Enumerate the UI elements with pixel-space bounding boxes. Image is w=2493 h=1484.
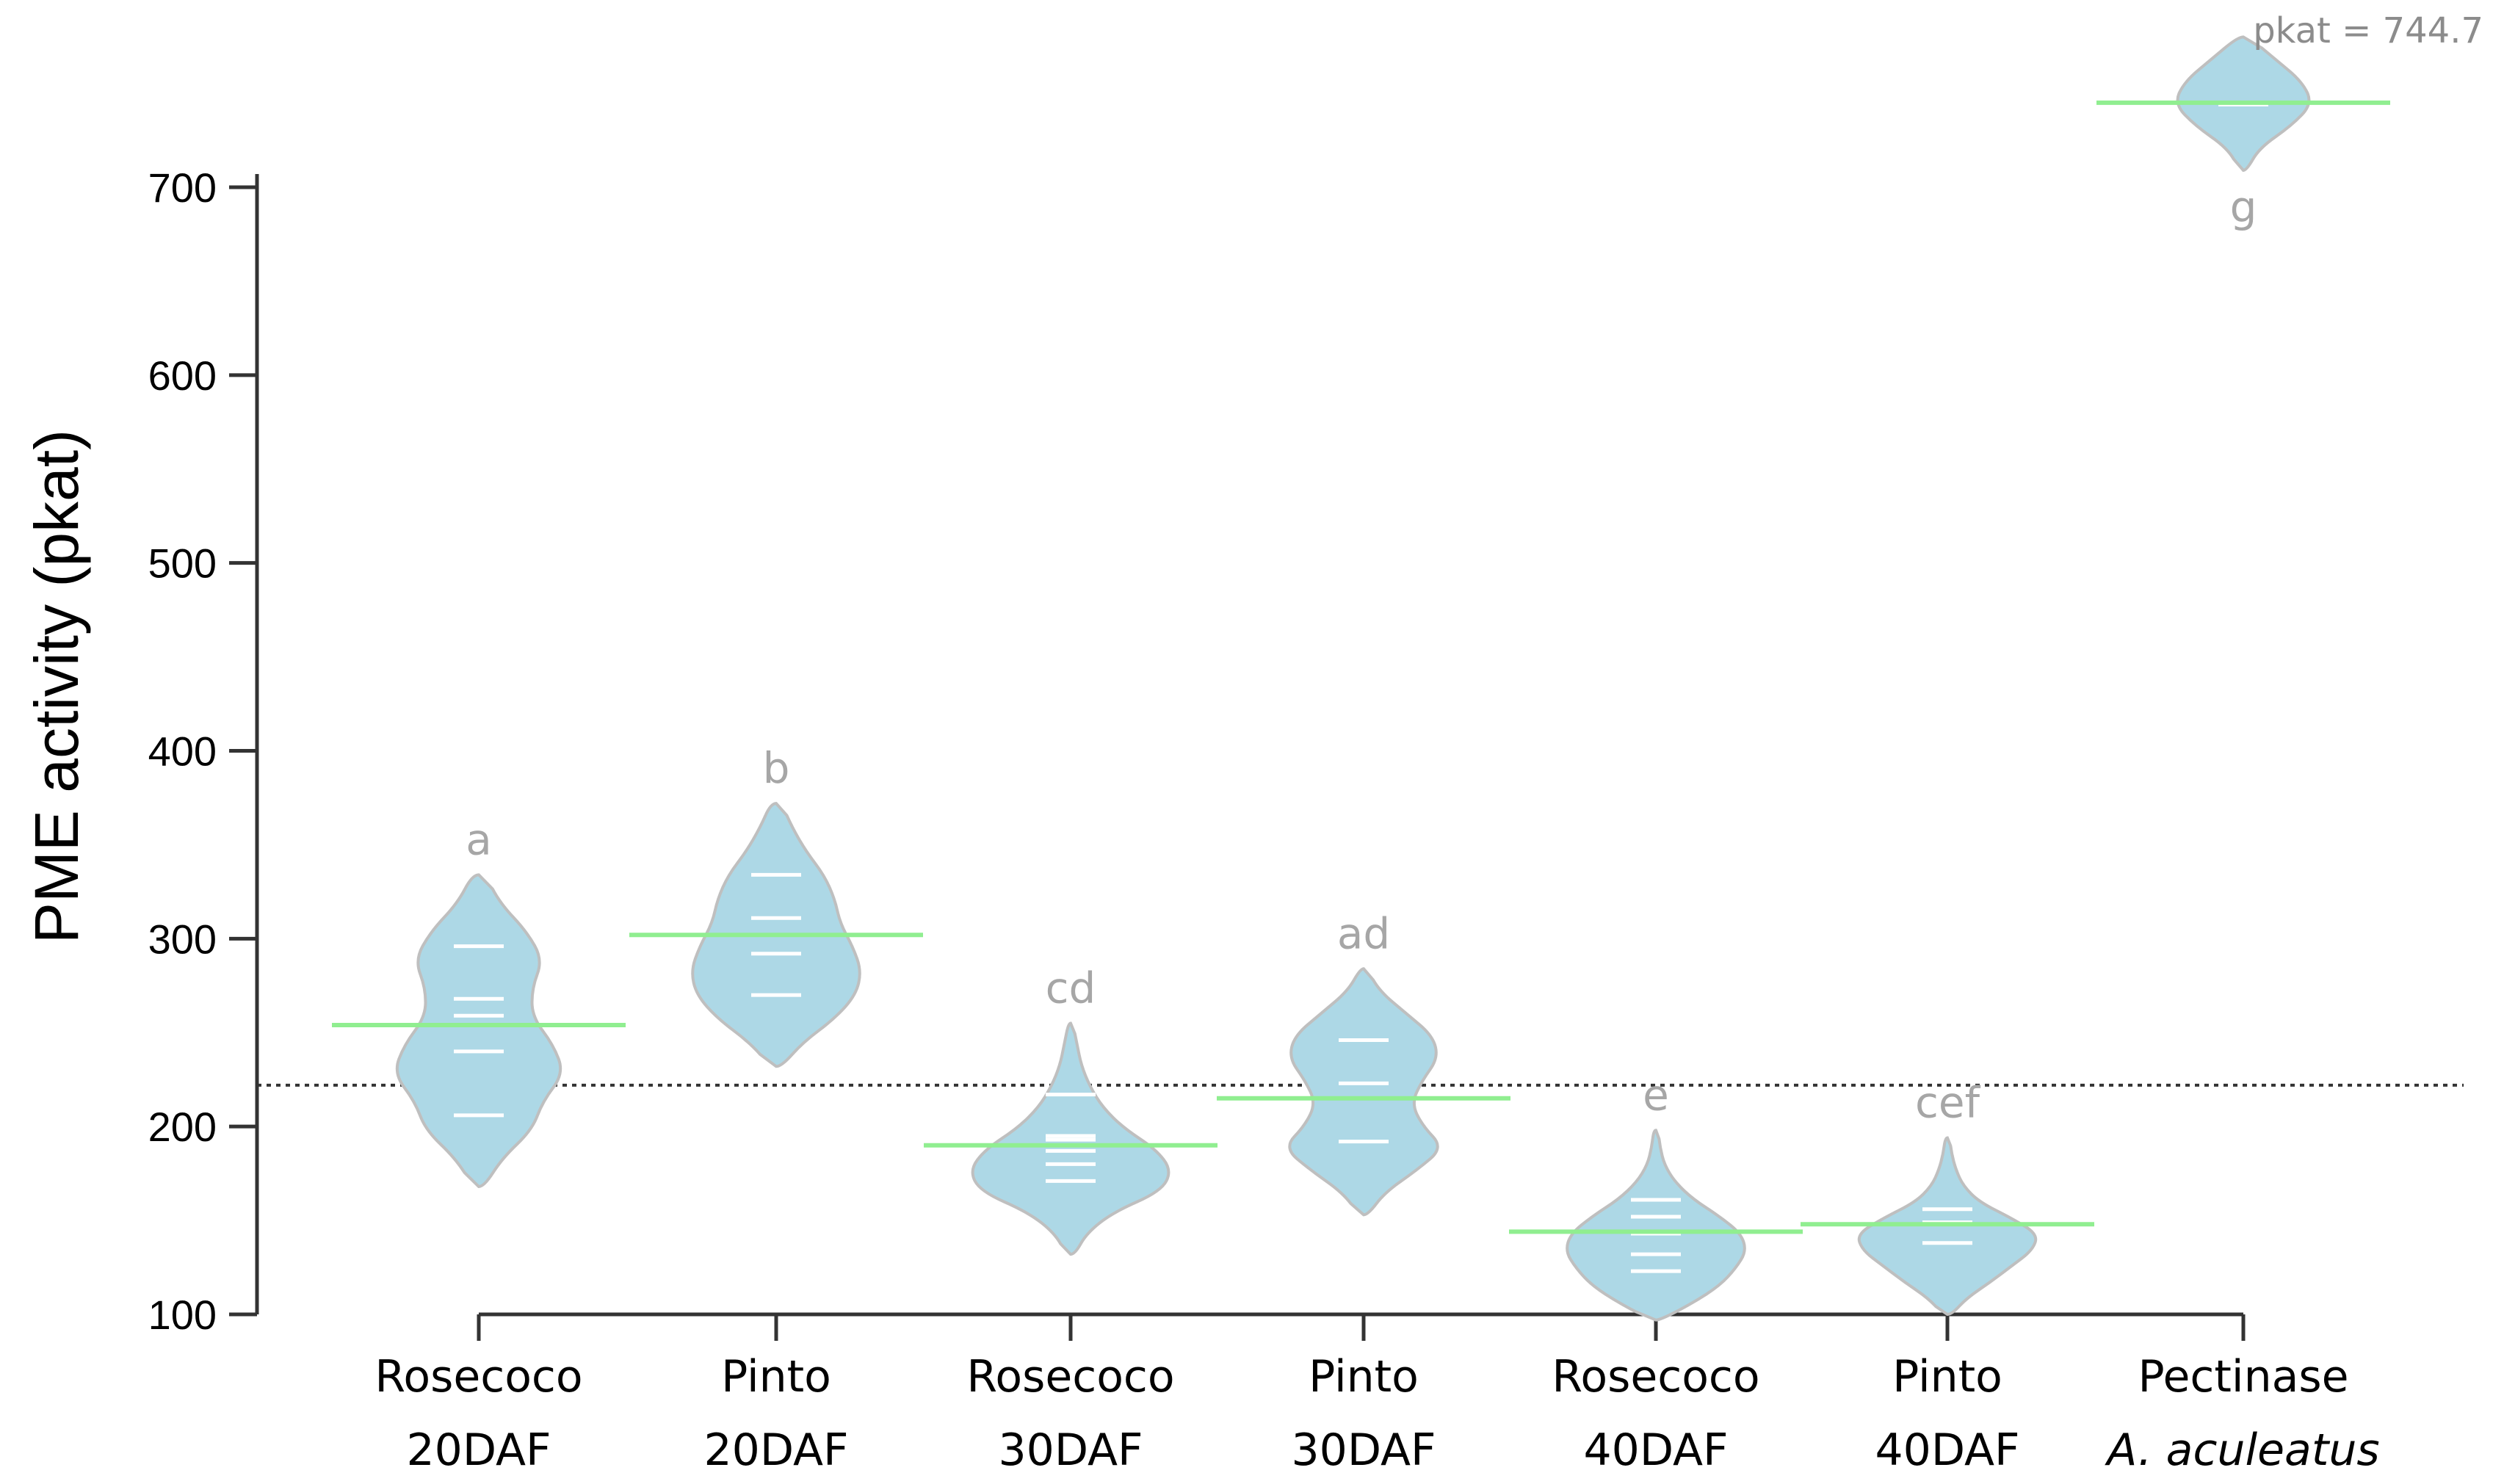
significance-label: cd — [1046, 963, 1096, 1013]
significance-label: cef — [1915, 1078, 1981, 1128]
y-tick-label: 600 — [148, 352, 217, 399]
x-tick-label: Pinto — [721, 1351, 831, 1402]
y-tick-label: 500 — [148, 540, 217, 587]
violin-body — [395, 873, 562, 1189]
violin-body — [1566, 1129, 1746, 1322]
y-tick-label: 100 — [148, 1292, 217, 1338]
significance-label: a — [466, 814, 492, 864]
pectinase-value-annotation: pkat = 744.7 — [2253, 10, 2483, 51]
axes: 100 200 300 400 500 600 700 — [148, 164, 2464, 1341]
y-tick-label: 300 — [148, 916, 217, 962]
y-axis-label: PME activity (pkat) — [22, 430, 91, 944]
x-tick-label: Pectinase — [2138, 1351, 2348, 1402]
x-tick-label: 40DAF — [1583, 1425, 1728, 1476]
x-tick-label: 30DAF — [1291, 1425, 1436, 1476]
y-tick-label: 700 — [148, 164, 217, 211]
y-tick-label: 400 — [148, 728, 217, 775]
significance-label: ad — [1337, 908, 1390, 958]
x-tick-label: 30DAF — [998, 1425, 1143, 1476]
x-tick-label: Pinto — [1309, 1351, 1419, 1402]
x-tick-label: 40DAF — [1875, 1425, 2019, 1476]
x-tick-label: Rosecoco — [1552, 1351, 1759, 1402]
significance-label: g — [2230, 182, 2257, 232]
x-tick-label: Rosecoco — [966, 1351, 1174, 1402]
x-tick-label: 20DAF — [406, 1425, 551, 1476]
significance-label: e — [1643, 1070, 1669, 1120]
significance-label: b — [763, 743, 790, 793]
y-tick-label: 200 — [148, 1104, 217, 1150]
label-layer: Rosecoco 20DAF Pinto 20DAF Rosecoco 30DAF Pint… — [375, 182, 2379, 1476]
x-tick-label: Pinto — [1892, 1351, 2002, 1402]
x-tick-label: Rosecoco — [375, 1351, 582, 1402]
x-tick-label: 20DAF — [703, 1425, 848, 1476]
x-tick-label: A. aculeatus — [2104, 1425, 2379, 1476]
violin-layer — [332, 35, 2390, 1322]
violin-body — [1288, 967, 1439, 1217]
